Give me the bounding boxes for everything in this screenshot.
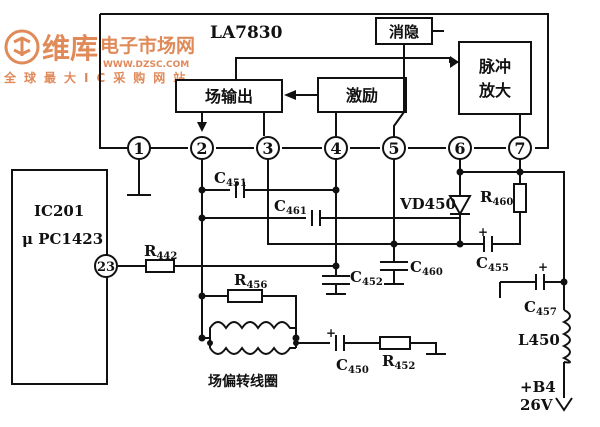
internal-wiring (197, 30, 521, 136)
component-labels: C451 C461 C452 C460 C455 C457 C450 R442 … (144, 169, 560, 414)
label-deflection-coil: 场偏转线圈 (208, 373, 278, 390)
block-field-output-label: 场输出 (205, 87, 253, 106)
label-c457: C457 (524, 298, 557, 318)
pin-4-label: 4 (330, 139, 341, 158)
block-pulse-amp-label-2: 放大 (478, 81, 511, 100)
ic-la7830-label: LA7830 (210, 23, 283, 43)
pin-6-label: 6 (454, 139, 465, 158)
label-c450: C450 (336, 356, 369, 376)
block-pulse-amp (458, 41, 532, 115)
watermark-brand-main: 维库 (42, 32, 98, 65)
label-l450: L450 (518, 331, 560, 349)
watermark: 维库 电子市场网 WWW.DZSC.COM 全球最大IC采购网站 (3, 29, 195, 85)
ic-la7830-outline (100, 13, 549, 149)
resistor-r442 (145, 259, 175, 273)
svg-text:+: + (478, 225, 488, 239)
watermark-url: WWW.DZSC.COM (103, 60, 189, 70)
label-vd450: VD450 (399, 195, 456, 213)
ic-ic201 (11, 169, 108, 385)
label-c460: C460 (410, 258, 443, 278)
label-c455: C455 (476, 254, 509, 274)
label-c451: C451 (214, 169, 247, 189)
pin-5-label: 5 (388, 139, 399, 158)
label-r460: R460 (480, 188, 513, 208)
label-r456: R456 (234, 271, 267, 291)
ic-ic201-part: μ PC1423 (22, 230, 103, 248)
pin-23 (94, 254, 118, 278)
pin-7-label: 7 (514, 139, 525, 158)
block-excitation-label: 激励 (346, 86, 378, 105)
pin-2-label: 2 (196, 139, 207, 158)
label-r452: R452 (382, 352, 415, 372)
watermark-logo-icon (4, 29, 40, 65)
resistor-r460 (513, 183, 527, 213)
block-pulse-amp-label-1: 脉冲 (478, 57, 511, 76)
polarity-marks: + + + (326, 225, 548, 340)
resistor-r452 (379, 336, 411, 350)
block-field-output (175, 79, 283, 113)
resistor-r456 (227, 289, 263, 303)
watermark-slogan: 全球最大IC采购网站 (3, 70, 193, 85)
junction-dots (198, 168, 568, 342)
supply-arrow-icon (555, 397, 573, 412)
pin-1-label: 1 (133, 139, 144, 158)
pin-3-label: 3 (262, 139, 273, 158)
pin-23-label: 23 (97, 260, 115, 275)
deflection-coil (207, 321, 299, 355)
label-c461: C461 (274, 197, 307, 217)
block-blanking-label: 消隐 (389, 23, 419, 41)
label-supply-b4: +B4 (520, 378, 556, 396)
diode-vd450 (448, 195, 472, 217)
ic-la7830-pins: 1 2 3 4 5 6 7 (127, 136, 532, 160)
ic-ic201-label: IC201 (34, 202, 84, 220)
label-r442: R442 (144, 242, 177, 262)
svg-text:+: + (538, 260, 548, 274)
inductor-l450 (561, 309, 571, 364)
ic-la7830-outline-left (99, 14, 128, 149)
label-supply-voltage: 26V (520, 396, 553, 414)
block-blanking (375, 17, 433, 45)
label-c452: C452 (350, 268, 383, 288)
watermark-brand-sub: 电子市场网 (100, 34, 195, 57)
block-excitation (317, 77, 407, 113)
svg-text:+: + (326, 326, 336, 340)
